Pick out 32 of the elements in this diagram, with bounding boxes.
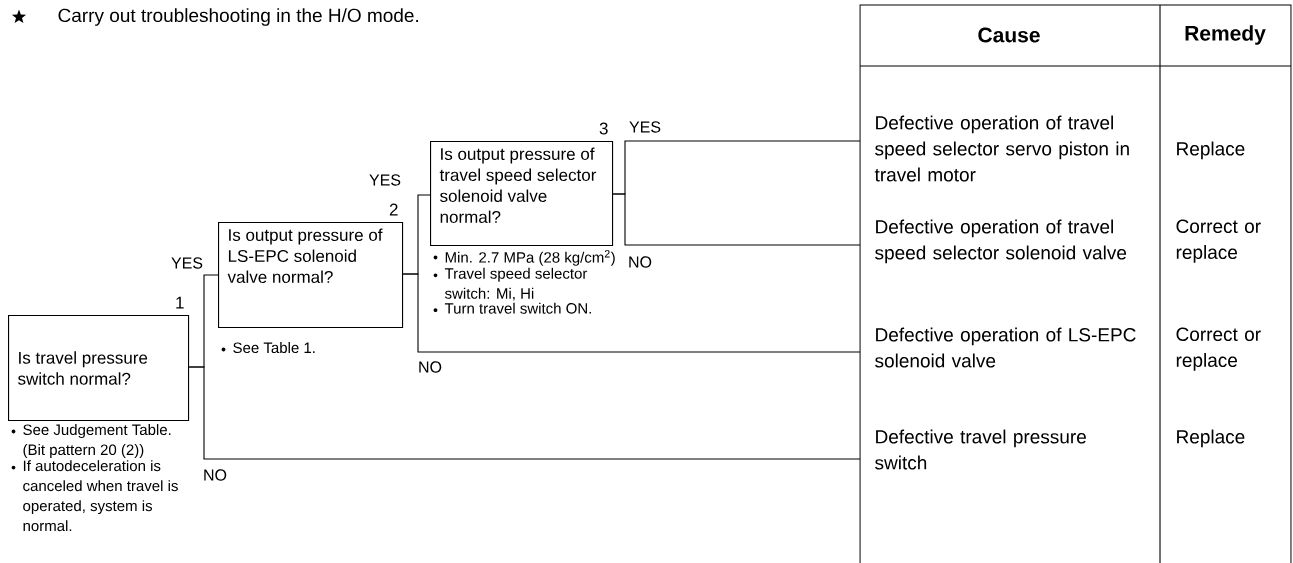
question-box: Is output pressure of LS-EPC solenoid valve normal? [218,222,404,329]
remedy-text: Replace [1177,429,1245,448]
instruction-note: Carry out troubleshooting in the H/O mode. [58,8,418,26]
edge-label: YES [368,173,402,187]
question-box: Is output pressure of travel speed selector solenoid valve normal? [430,141,614,247]
edge-label: NO [202,468,228,482]
cause-description: Defective operation of LS-EPC solenoid valve [875,327,1136,368]
connector-line [612,193,861,246]
remedy-text: Replace [1177,141,1245,160]
cause-description: Defective travel pressure switch [875,429,1086,470]
edge-label: NO [627,255,653,269]
cause-description: Defective operation of travel speed selector servo piston in travel motor [874,115,1129,182]
edge-label: NO [417,360,443,374]
column-header: Remedy [1185,25,1266,45]
note-item: Travel speed selector switch: Mi, Hi [444,267,588,301]
remedy-text: Correct or replace [1176,327,1261,371]
edge-label: YES [628,120,662,134]
step-number: 2 [389,203,398,216]
column-header: Cause [978,27,1040,43]
note-item: See Judgement Table. (Bit pattern 20 (2)) [23,424,171,459]
cause-description: Defective operation of travel speed selector solenoid valve [875,219,1127,264]
note-item: Turn travel switch ON. [444,302,591,314]
question-box: Is travel pressure switch normal? [8,315,190,422]
note-item: If autodeceleration is canceled when travel is operated, system is normal. [23,460,178,532]
remedy-text: Correct or replace [1176,219,1261,263]
note-item: Min. 2.7 MPa (28 kg/cm$^{2}$) [445,250,615,266]
connector-line [402,273,861,353]
note-item: See Table 1. [233,342,315,354]
step-number: 1 [176,296,184,309]
edge-label: YES [170,256,204,270]
step-number: 3 [599,122,608,135]
connector-line [188,366,861,460]
